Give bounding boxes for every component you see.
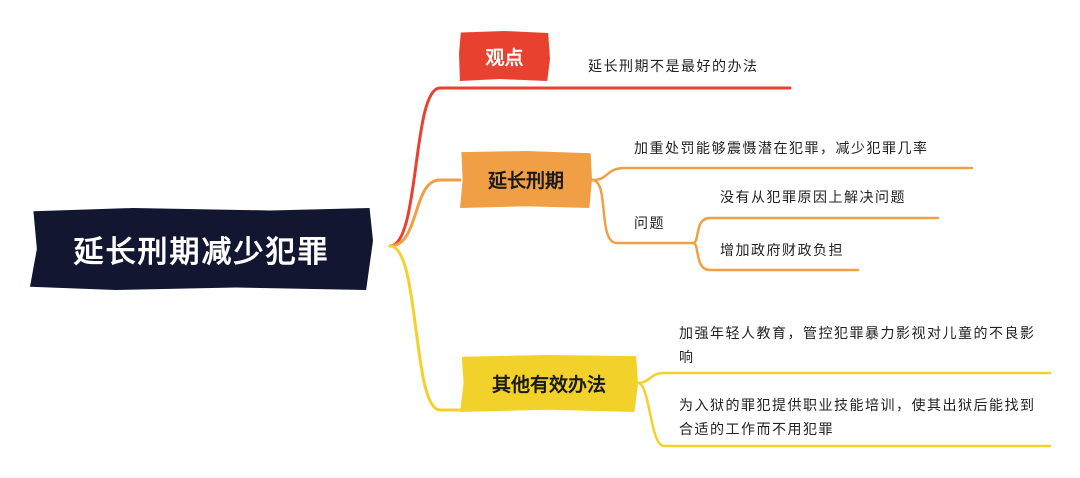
- connector-problems: [590, 178, 695, 245]
- branch-other-methods[interactable]: 其他有效办法: [460, 355, 638, 412]
- connector-other-methods: [388, 244, 462, 412]
- connector-extend-sentence: [388, 178, 462, 248]
- connector-problem-1: [691, 216, 940, 245]
- other-method-node-2[interactable]: 为入狱的罪犯提供职业技能培训，使其出狱后能找到合适的工作而不用犯罪: [679, 398, 1036, 438]
- problems-node[interactable]: 问题: [634, 216, 665, 232]
- connector-problem-2: [691, 241, 860, 272]
- other-method-node-1[interactable]: 加强年轻人教育，管控犯罪暴力影视对儿童的不良影响: [679, 326, 1036, 366]
- connector-other-2: [636, 381, 1052, 448]
- connector-other-1: [636, 371, 1052, 385]
- connector-viewpoint: [388, 86, 792, 248]
- problem-node-1[interactable]: 没有从犯罪原因上解决问题: [720, 190, 906, 206]
- problem-node-2[interactable]: 增加政府财政负担: [720, 243, 844, 259]
- branch-extend-sentence[interactable]: 延长刑期: [460, 151, 592, 208]
- central-topic[interactable]: 延长刑期减少犯罪: [30, 208, 373, 290]
- connector-deterrence: [590, 166, 974, 182]
- viewpoint-content[interactable]: 延长刑期不是最好的办法: [588, 59, 759, 75]
- deterrence-node[interactable]: 加重处罚能够震慑潜在犯罪，减少犯罪几率: [634, 141, 929, 157]
- branch-viewpoint[interactable]: 观点: [459, 31, 550, 81]
